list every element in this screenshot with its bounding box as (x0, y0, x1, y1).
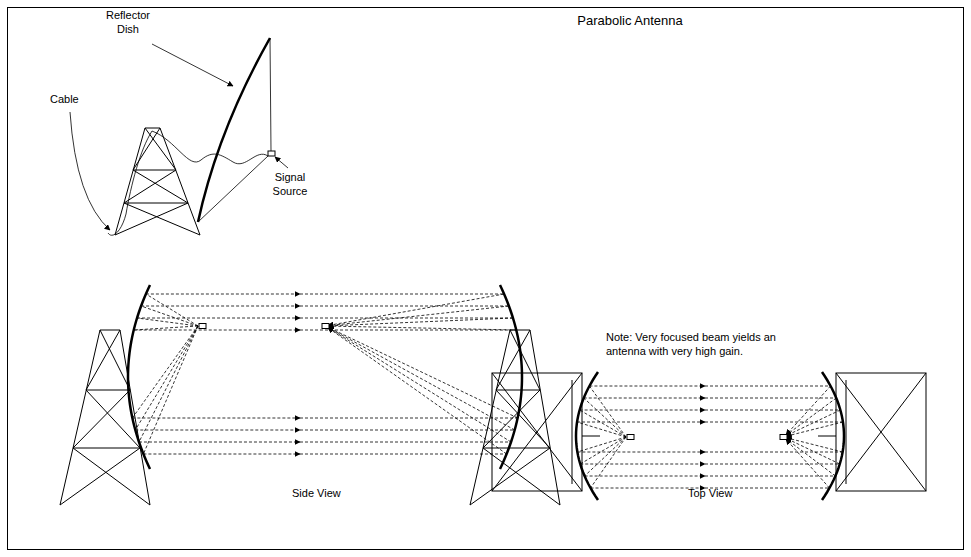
note-text: Note: Very focused beam yields an antenn… (606, 330, 788, 358)
beam-ray (786, 410, 840, 436)
beam-ray (584, 398, 626, 437)
diagram-title: Parabolic Antenna (555, 13, 705, 29)
beam-ray (135, 326, 198, 430)
reflector-dish (576, 372, 598, 500)
beam-ray (577, 422, 626, 437)
beam-ray (589, 386, 626, 437)
cable (108, 131, 268, 235)
reflector-dish (198, 38, 270, 222)
beam-ray (300, 318, 513, 319)
beam-ray (591, 437, 626, 488)
beam-ray (786, 439, 829, 488)
beam-ray (132, 326, 198, 418)
beam-ray (300, 306, 509, 307)
beam-ray (705, 386, 831, 387)
beam-ray (705, 398, 836, 399)
beam-ray (141, 306, 300, 307)
beam-ray (139, 442, 300, 443)
reflector-dish (128, 285, 150, 469)
beam-ray (300, 430, 515, 431)
beam-ray (580, 410, 705, 411)
leader-line (70, 112, 110, 230)
tower (470, 330, 560, 505)
beam-ray (137, 318, 198, 326)
beam-ray (705, 410, 840, 411)
beam-ray (585, 476, 705, 477)
beam-ray (143, 454, 300, 455)
part-label: Signal Source (268, 170, 312, 198)
part-label: Reflector Dish (100, 8, 156, 36)
beam-ray (143, 326, 198, 454)
beam-ray (328, 328, 507, 454)
beam-ray (328, 326, 516, 330)
leader-line (152, 44, 233, 86)
beam-ray (328, 327, 518, 418)
beam-ray (328, 306, 509, 326)
beam-ray (134, 330, 300, 331)
beam-ray (577, 452, 705, 453)
beam-ray (300, 294, 504, 295)
beam-ray (300, 442, 511, 443)
beam-ray (139, 326, 198, 442)
beam-ray (591, 488, 705, 489)
beam-ray (705, 422, 843, 423)
beam-ray (584, 398, 705, 399)
beam-ray (705, 476, 835, 477)
beam-ray (577, 437, 626, 452)
beam-ray (134, 326, 198, 330)
beam-ray (585, 437, 626, 476)
beam-ray (786, 386, 831, 435)
beam-ray (300, 418, 518, 419)
beam-ray (786, 422, 843, 436)
beam-ray (300, 454, 507, 455)
beam-ray (137, 318, 300, 319)
beam-ray (135, 430, 300, 431)
beam-ray (705, 452, 843, 453)
beam-ray (328, 327, 515, 430)
beam-ray (580, 464, 705, 465)
beam-ray (589, 386, 705, 387)
beam-ray (328, 318, 513, 326)
signal-source (780, 435, 787, 440)
beam-ray (577, 422, 705, 423)
strut (198, 156, 268, 222)
tower (60, 330, 150, 505)
beam-ray (786, 439, 835, 476)
beam-ray (580, 437, 626, 464)
beam-ray (786, 438, 840, 464)
beam-ray (141, 306, 198, 326)
signal-source (322, 324, 329, 329)
view-label: Side View (292, 486, 362, 500)
frame (8, 8, 964, 550)
leader-line (275, 157, 288, 168)
view-label: Top View (688, 486, 758, 500)
strut (270, 38, 271, 151)
signal-source (199, 324, 206, 329)
beam-ray (132, 418, 300, 419)
reflector-dish (500, 285, 522, 469)
signal-source (627, 435, 634, 440)
beam-ray (328, 328, 511, 442)
tower (115, 128, 200, 235)
beam-ray (580, 410, 626, 437)
part-label: Cable (50, 92, 94, 106)
beam-ray (146, 294, 198, 326)
beam-ray (146, 294, 300, 295)
signal-source (268, 151, 275, 156)
